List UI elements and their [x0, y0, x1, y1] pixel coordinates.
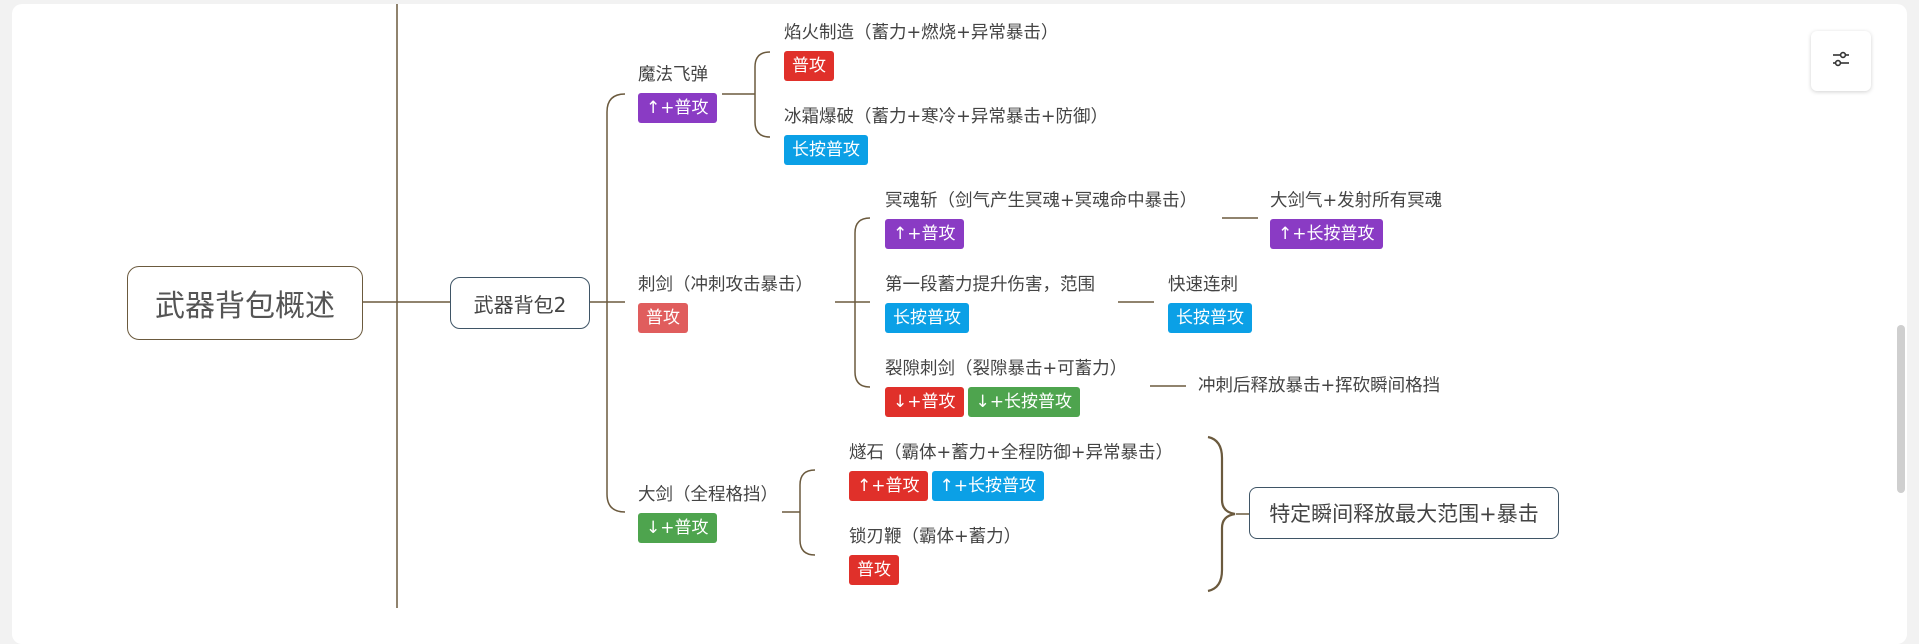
- sword-child-3-label: 裂隙刺剑（裂隙暴击+可蓄力）: [885, 359, 1128, 379]
- tag: ↓+普攻: [638, 513, 717, 543]
- magic-child-2-label: 冰霜爆破（蓄力+寒冷+异常暴击+防御）: [784, 107, 1108, 127]
- sword-child-2-next-label: 快速连刺: [1168, 275, 1238, 295]
- tag: 普攻: [784, 51, 834, 81]
- sliders-icon: [1831, 49, 1851, 73]
- tag: 长按普攻: [885, 303, 969, 333]
- great-child-1-label: 燧石（霸体+蓄力+全程防御+异常暴击）: [849, 443, 1173, 463]
- branch-sword-label: 刺剑（冲刺攻击暴击）: [638, 275, 813, 295]
- tag: 普攻: [849, 555, 899, 585]
- subroot-node[interactable]: 武器背包2: [450, 277, 590, 329]
- tag: ↑+普攻: [885, 219, 964, 249]
- tag: ↑+长按普攻: [931, 471, 1044, 501]
- sword-child-1-label: 冥魂斩（剑气产生冥魂+冥魂命中暴击）: [885, 191, 1198, 211]
- tag: 长按普攻: [784, 135, 868, 165]
- root-node[interactable]: 武器背包概述: [127, 266, 363, 340]
- tag: ↓+长按普攻: [967, 387, 1080, 417]
- tag: ↓+普攻: [885, 387, 964, 417]
- branch-magic-label: 魔法飞弹: [638, 65, 708, 85]
- tag: ↑+普攻: [849, 471, 928, 501]
- tag: ↑+长按普攻: [1270, 219, 1383, 249]
- settings-button[interactable]: [1811, 31, 1871, 91]
- magic-child-1-label: 焰火制造（蓄力+燃烧+异常暴击）: [784, 23, 1059, 43]
- tag: ↑+普攻: [638, 93, 717, 123]
- summary-node[interactable]: 特定瞬间释放最大范围+暴击: [1249, 487, 1559, 539]
- tag: 普攻: [638, 303, 688, 333]
- sword-child-1-next-label: 大剑气+发射所有冥魂: [1270, 191, 1443, 211]
- great-child-2-label: 锁刃鞭（霸体+蓄力）: [849, 527, 1022, 547]
- branch-great-label: 大剑（全程格挡）: [638, 485, 778, 505]
- vertical-scrollbar[interactable]: [1897, 325, 1905, 493]
- sword-child-3-next-label: 冲刺后释放暴击+挥砍瞬间格挡: [1198, 376, 1441, 396]
- sword-child-2-label: 第一段蓄力提升伤害，范围: [885, 275, 1095, 295]
- tag: 长按普攻: [1168, 303, 1252, 333]
